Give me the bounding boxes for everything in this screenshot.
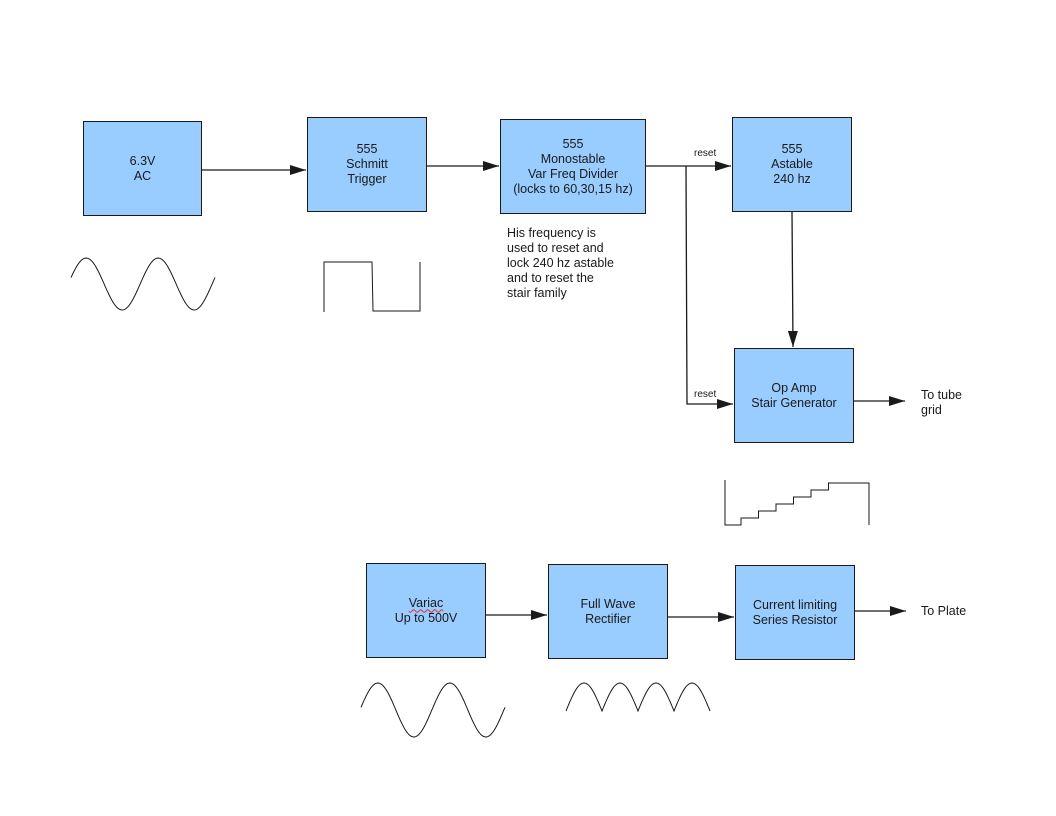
block-line: 555 [562, 136, 584, 151]
monostable-divider-block: 555 Monostable Var Freq Divider (locks t… [500, 119, 646, 214]
ac-source-block: 6.3V AC [83, 121, 202, 216]
arrow-astable-to-opamp [787, 211, 798, 348]
block-line: Series Resistor [752, 612, 838, 627]
label-line: To tube [921, 388, 963, 402]
block-line: (locks to 60,30,15 hz) [513, 181, 633, 196]
note-line: used to reset and [507, 241, 604, 255]
block-line: Trigger [347, 172, 387, 186]
variac-block: Variac Up to 500V [366, 563, 486, 658]
block-line: Schmitt [346, 157, 388, 171]
block-line: Stair Generator [751, 395, 837, 410]
block-line: 555 [356, 142, 378, 156]
note-line: and to reset the [507, 271, 594, 285]
block-line: Current limiting [752, 597, 838, 612]
block-line: 6.3V [129, 153, 156, 168]
block-line: Monostable [540, 151, 606, 166]
astable-block: 555 Astable 240 hz [732, 117, 852, 212]
variac-sine-waveform [360, 682, 506, 738]
block-line: 240 hz [773, 172, 811, 186]
reset-label-astable: reset [694, 148, 717, 159]
full-wave-rectifier-block: Full Wave Rectifier [548, 564, 668, 659]
label-line: grid [921, 403, 942, 417]
block-line: Var Freq Divider [527, 166, 619, 181]
stair-generator-block: Op Amp Stair Generator [734, 348, 854, 443]
rectified-waveform [565, 682, 711, 713]
frequency-note: His frequency is used to reset and lock … [507, 226, 614, 301]
block-line: Full Wave [580, 596, 636, 611]
block-line: Rectifier [585, 611, 631, 626]
block-line: Astable [771, 157, 813, 171]
ac-sine-waveform [70, 257, 216, 311]
block-line: Up to 500V [394, 610, 458, 625]
arrow-mono-to-stair-reset [685, 165, 733, 409]
note-line: His frequency is [507, 226, 596, 240]
reset-label-stair: reset [694, 389, 717, 400]
series-resistor-block: Current limiting Series Resistor [735, 565, 855, 660]
schmitt-trigger-block: 555 Schmitt Trigger [307, 117, 427, 212]
block-line: Variac [408, 595, 444, 610]
block-line: AC [133, 168, 152, 183]
square-waveform [323, 261, 421, 312]
tube-grid-label: To tube grid [921, 388, 962, 418]
block-line: 555 [781, 142, 803, 156]
note-line: lock 240 hz astable [507, 256, 615, 270]
plate-label: To Plate [921, 604, 967, 618]
staircase-waveform [724, 480, 870, 526]
block-line: Op Amp [771, 380, 817, 395]
note-line: stair family [507, 286, 567, 300]
